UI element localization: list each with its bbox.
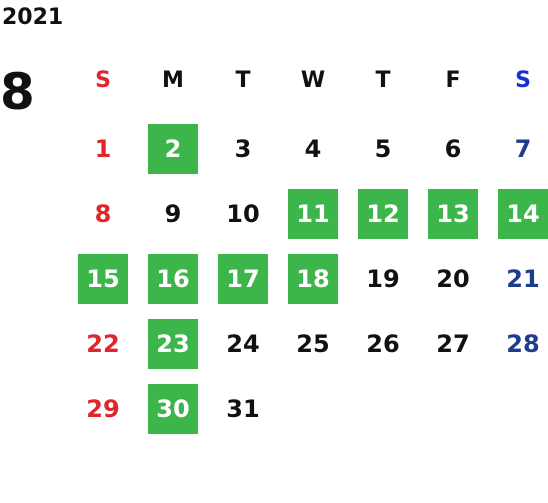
day-number: 17 [218,254,268,304]
day-cell: 16 [138,247,208,311]
day-number: 2 [148,124,198,174]
weekday-header: M [162,67,184,93]
day-number: 3 [234,135,252,163]
day-cell: 29 [68,377,138,441]
day-number: 18 [288,254,338,304]
day-cell: 22 [68,312,138,376]
day-cell: 9 [138,182,208,246]
day-number: 31 [226,395,260,423]
day-cell: 5 [348,117,418,181]
day-number: 16 [148,254,198,304]
day-number: 21 [506,265,540,293]
day-number: 25 [296,330,330,358]
day-cell: 28 [488,312,548,376]
day-cell: 25 [278,312,348,376]
day-cell: 7 [488,117,548,181]
day-number: 29 [86,395,120,423]
year-label: 2021 [2,5,64,30]
day-cell: 30 [138,377,208,441]
day-number: 30 [148,384,198,434]
weekday-header: W [300,67,326,93]
day-number: 6 [444,135,462,163]
day-number: 15 [78,254,128,304]
day-number: 28 [506,330,540,358]
day-cell: 18 [278,247,348,311]
day-cell: 15 [68,247,138,311]
weekday-header: T [375,67,391,93]
day-cell: 23 [138,312,208,376]
day-number: 1 [94,135,112,163]
day-number: 19 [366,265,400,293]
day-number: 12 [358,189,408,239]
weekday-header: F [445,67,461,93]
weekday-header: S [95,67,111,93]
day-cell: 31 [208,377,278,441]
day-cell: 20 [418,247,488,311]
day-number: 11 [288,189,338,239]
month-label: 8 [0,63,35,121]
day-cell: 17 [208,247,278,311]
day-number: 27 [436,330,470,358]
day-number: 14 [498,189,548,239]
day-cell: 24 [208,312,278,376]
weekday-header: T [235,67,251,93]
day-number: 22 [86,330,120,358]
day-cell: 14 [488,182,548,246]
day-cell: 8 [68,182,138,246]
weekday-header: S [515,67,531,93]
day-cell: 3 [208,117,278,181]
day-number: 13 [428,189,478,239]
day-number: 5 [374,135,392,163]
day-number: 20 [436,265,470,293]
day-number: 9 [164,200,182,228]
day-number: 23 [148,319,198,369]
day-cell: 26 [348,312,418,376]
day-number: 8 [94,200,112,228]
day-number: 4 [304,135,322,163]
day-cell: 6 [418,117,488,181]
day-number: 26 [366,330,400,358]
day-number: 7 [514,135,532,163]
day-cell: 4 [278,117,348,181]
day-cell: 21 [488,247,548,311]
day-cell: 13 [418,182,488,246]
day-cell: 10 [208,182,278,246]
day-cell: 1 [68,117,138,181]
day-number: 24 [226,330,260,358]
day-cell: 27 [418,312,488,376]
day-number: 10 [226,200,260,228]
day-cell: 12 [348,182,418,246]
day-cell: 2 [138,117,208,181]
day-cell: 19 [348,247,418,311]
day-cell: 11 [278,182,348,246]
